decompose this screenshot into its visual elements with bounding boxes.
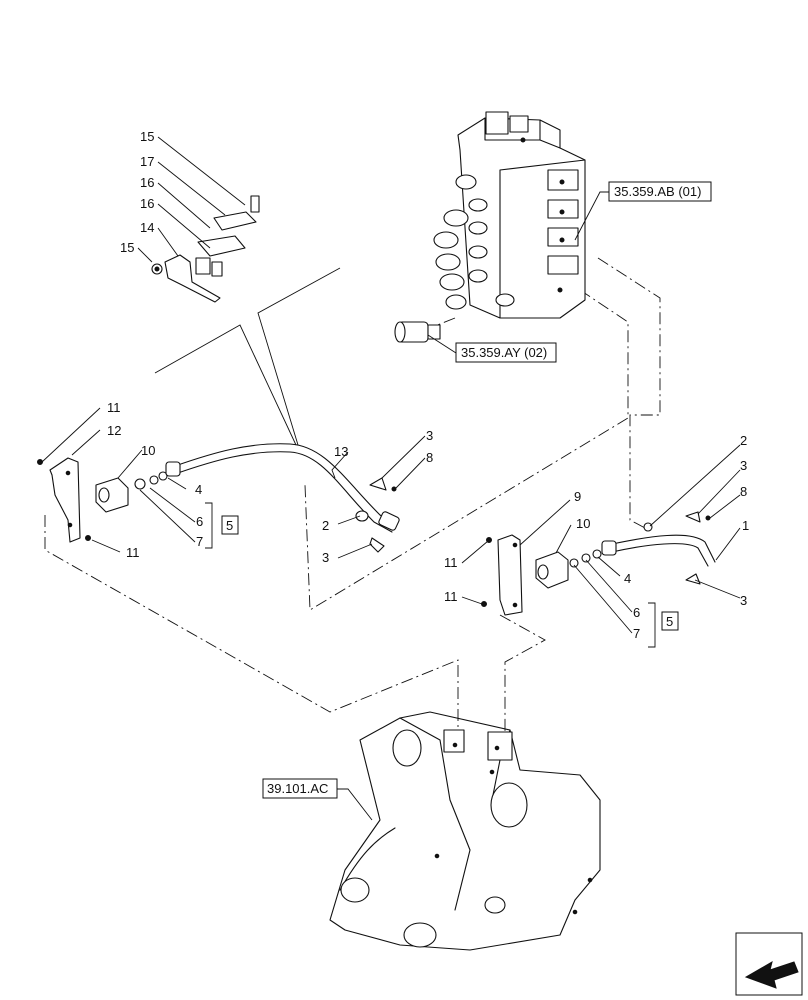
callout-11-left-bottom: 11 — [126, 545, 140, 560]
callout-3-mid-bottom: 3 — [322, 550, 329, 565]
hose-1 — [601, 511, 716, 585]
callout-10-right: 10 — [576, 516, 590, 531]
callout-16-a: 16 — [140, 175, 154, 190]
callout-17: 17 — [140, 154, 154, 169]
callout-15-left: 15 — [120, 240, 134, 255]
callout-1: 1 — [742, 518, 749, 533]
callout-4-right: 4 — [624, 571, 631, 586]
callout-12: 12 — [107, 423, 121, 438]
callout-6-right: 6 — [633, 605, 640, 620]
callout-8-right: 8 — [740, 484, 747, 499]
callout-8-mid: 8 — [426, 450, 433, 465]
callout-leaders — [41, 136, 741, 648]
callout-7-left: 7 — [196, 534, 203, 549]
detail-zoom-lines — [154, 267, 341, 446]
callout-11-right-top: 11 — [444, 555, 458, 570]
callout-5-right: 5 — [666, 614, 673, 629]
loader-frame — [329, 711, 601, 951]
callout-11-left-top: 11 — [107, 400, 121, 415]
callout-3-right-top: 3 — [740, 458, 747, 473]
callout-2-mid: 2 — [322, 518, 329, 533]
connection-lines — [44, 257, 661, 740]
callout-15-top: 15 — [140, 129, 154, 144]
reference-frame[interactable]: 39.101.AC — [262, 778, 373, 821]
callout-5-left: 5 — [226, 518, 233, 533]
right-bracket-assembly — [481, 534, 602, 616]
callout-3-right-bottom: 3 — [740, 593, 747, 608]
control-valve-block — [433, 111, 586, 319]
callout-6-left: 6 — [196, 514, 203, 529]
valve-fitting — [394, 321, 441, 343]
callout-4-left: 4 — [195, 482, 202, 497]
reference-valve-block-text: 35.359.AB (01) — [614, 184, 701, 199]
callout-11-right-bottom: 11 — [444, 589, 458, 604]
callout-13: 13 — [334, 444, 348, 459]
callout-2-right: 2 — [740, 433, 747, 448]
reference-valve-block[interactable]: 35.359.AB (01) — [574, 181, 712, 241]
callout-labels: 15 17 16 16 14 15 11 12 10 4 6 7 5 11 13… — [107, 129, 749, 641]
hose-13 — [165, 443, 400, 553]
callout-7-right: 7 — [633, 626, 640, 641]
reference-valve-fitting[interactable]: 35.359.AY (02) — [427, 334, 557, 363]
reference-valve-fitting-text: 35.359.AY (02) — [461, 345, 547, 360]
callout-9: 9 — [574, 489, 581, 504]
spool-caps — [433, 174, 515, 310]
callout-10-left: 10 — [141, 443, 155, 458]
callout-3-mid-top: 3 — [426, 428, 433, 443]
callout-14: 14 — [140, 220, 154, 235]
next-page-arrow-icon[interactable] — [735, 932, 803, 996]
callout-16-b: 16 — [140, 196, 154, 211]
left-bracket-assembly — [37, 457, 168, 543]
reference-frame-text: 39.101.AC — [267, 781, 328, 796]
bracket-detail-assembly — [151, 195, 260, 303]
